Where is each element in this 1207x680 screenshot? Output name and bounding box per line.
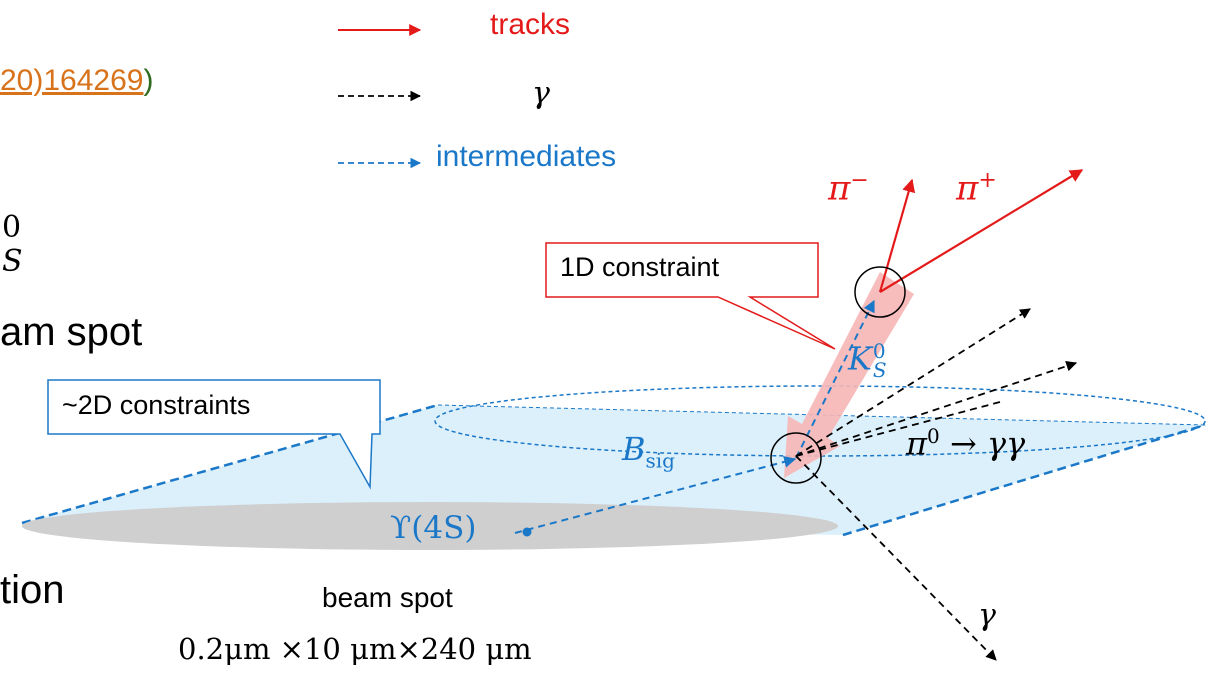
k-short-line <box>795 299 875 459</box>
reference-link[interactable]: 20)164269 <box>0 64 144 97</box>
plane-edge-top <box>437 404 1206 426</box>
callout-1d-text: 1D constraint <box>560 252 720 282</box>
b-vertex-circle <box>770 432 822 484</box>
pi0-decay-label: π0 → γγ <box>906 424 1026 463</box>
callout-2d-box <box>47 379 381 490</box>
interaction-plane <box>22 405 1205 535</box>
pi-minus-label: π− <box>828 168 869 209</box>
k0-fragment-sup: 0 <box>2 210 22 245</box>
beam-spot-shape <box>22 502 838 550</box>
legend-label-gamma: γ <box>532 76 550 111</box>
ks-vertex-circle <box>854 266 906 318</box>
pi-plus-label: π+ <box>956 168 997 209</box>
reference-text: 20)164269) <box>0 64 153 98</box>
b-sig-label: Bsig <box>622 430 675 473</box>
beam-spot-fragment: am spot <box>0 310 143 354</box>
ation-fragment: tion <box>0 568 65 612</box>
beam-spot-dims: 0.2μm ×10 μm×240 μm <box>178 632 532 666</box>
photon-line-2 <box>795 360 1078 457</box>
gamma-label: γ <box>978 598 996 633</box>
constraint-arrow <box>784 272 914 478</box>
plane-edge-right <box>842 423 1206 537</box>
beam-spot-label: beam spot <box>322 582 453 613</box>
legend-label-intermediates: intermediates <box>436 140 617 173</box>
plane-inner-ellipse <box>434 385 1206 457</box>
callout-1d-box <box>545 242 836 350</box>
pi-plus-track <box>879 169 1084 293</box>
photon-line-1 <box>795 308 1031 457</box>
upsilon-dot <box>522 527 532 537</box>
callout-2d-text: ~2D constraints <box>62 390 251 420</box>
plane-edge-left <box>21 403 439 525</box>
reference-paren: ) <box>143 64 154 97</box>
b-sig-line <box>514 455 797 534</box>
pi-minus-track <box>878 178 916 293</box>
upsilon-label: ϒ(4S) <box>390 510 477 546</box>
legend-label-tracks: tracks <box>490 8 571 41</box>
k0-fragment-sub: S <box>2 244 23 279</box>
